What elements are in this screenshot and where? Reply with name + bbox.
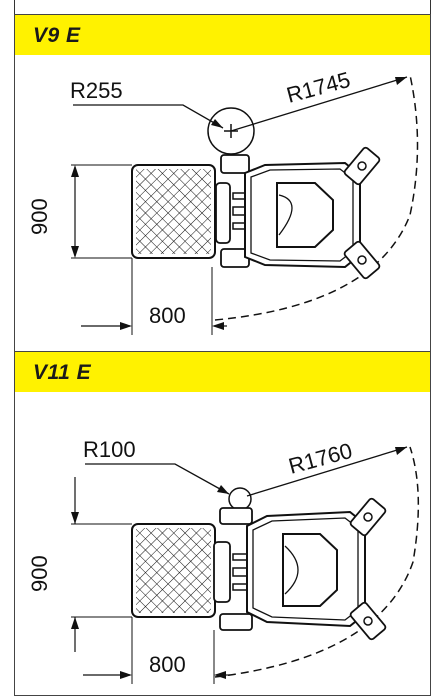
panel-header: V11 E [15, 352, 430, 392]
outer-radius-leader [246, 446, 408, 497]
width-label: 900 [27, 198, 52, 235]
turning-radius-diagram: R255 R1745 900 800 [27, 67, 419, 335]
front-wheel-top [220, 154, 250, 174]
front-wheel-top [219, 507, 253, 525]
panel-header: V9 E [15, 15, 430, 55]
outer-radius-label: R1745 [284, 67, 353, 108]
inner-radius-leader [85, 463, 230, 495]
panel-title: V9 E [33, 24, 81, 47]
strip-divider-right [430, 0, 431, 15]
panel-v9e: V9 E [14, 14, 431, 352]
inner-radius-label: R100 [83, 437, 136, 462]
top-strip [0, 0, 432, 15]
outer-turning-arc [214, 446, 420, 678]
length-label: 800 [149, 303, 186, 328]
operator-seat [282, 533, 338, 607]
rear-wheel-bottom [349, 601, 387, 641]
rear-wheel-top [349, 497, 387, 537]
operator-seat [276, 182, 334, 248]
panel-title: V11 E [33, 361, 92, 384]
turning-radius-diagram: R100 R1760 900 800 [27, 437, 420, 684]
inner-turning-circle [228, 487, 252, 511]
inner-radius-label: R255 [70, 78, 123, 103]
outer-radius-label: R1760 [286, 438, 355, 479]
strip-divider-left [14, 0, 15, 15]
inner-turning-circle [207, 107, 255, 155]
length-label: 800 [149, 652, 186, 677]
rear-wheel-bottom [343, 240, 381, 280]
outer-radius-leader [230, 76, 408, 132]
rear-wheel-top [343, 146, 381, 186]
width-label: 900 [27, 555, 52, 592]
outer-turning-arc [214, 74, 419, 321]
inner-radius-leader [73, 104, 224, 129]
front-wheel-bottom [219, 613, 253, 631]
panel-v11e: V11 E [14, 351, 431, 696]
